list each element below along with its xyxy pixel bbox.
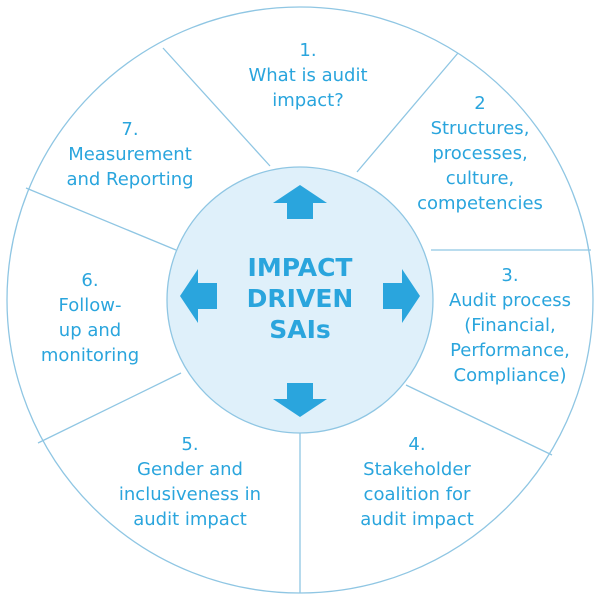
segment-line: audit impact xyxy=(360,509,474,530)
direction-arrows xyxy=(180,185,420,417)
center-title-line: SAIs xyxy=(269,315,331,344)
segment-line: Performance, xyxy=(450,340,570,361)
divider-1 xyxy=(162,47,271,167)
divider-2 xyxy=(356,52,459,173)
divider-6 xyxy=(37,372,182,444)
center-title-line: DRIVEN xyxy=(246,284,354,313)
segment-dividers xyxy=(25,47,591,593)
segment-line: audit impact xyxy=(133,509,247,530)
segment-line: Compliance) xyxy=(453,365,567,386)
segment-line: (Financial, xyxy=(464,315,556,336)
segment-7-label: 7. Measurement and Reporting xyxy=(40,117,220,192)
arrow-up-icon xyxy=(273,185,327,219)
segment-1-label: 1. What is audit impact? xyxy=(218,38,398,113)
segment-3-label: 3. Audit process (Financial, Performance… xyxy=(420,263,600,388)
segment-line: coalition for xyxy=(363,484,471,505)
center-circle xyxy=(166,166,434,434)
divider-7 xyxy=(25,187,177,251)
segment-line: monitoring xyxy=(40,345,140,366)
segment-line: What is audit xyxy=(248,65,368,86)
segment-line: Audit process xyxy=(448,290,572,311)
center-title: IMPACT DRIVEN SAIs xyxy=(220,252,380,345)
segment-line: processes, xyxy=(432,143,528,164)
segment-line: Structures, xyxy=(430,118,530,139)
segment-line: 6. xyxy=(81,270,99,291)
segment-line: up and xyxy=(58,320,122,341)
segment-line: 2 xyxy=(474,93,486,114)
arrow-down-icon xyxy=(273,383,327,417)
segment-line: 4. xyxy=(408,434,426,455)
segment-5-label: 5. Gender and inclusiveness in audit imp… xyxy=(95,432,285,532)
center-title-line: IMPACT xyxy=(247,253,353,282)
segment-line: and Reporting xyxy=(66,169,194,190)
segment-line: Gender and xyxy=(137,459,243,480)
segment-line: 1. xyxy=(299,40,317,61)
segment-line: inclusiveness in xyxy=(118,484,262,505)
segment-line: Measurement xyxy=(68,144,192,165)
divider-4 xyxy=(405,384,553,456)
segment-line: 7. xyxy=(121,119,139,140)
arrow-left-icon xyxy=(180,269,217,323)
arrow-right-icon xyxy=(383,269,420,323)
segment-line: impact? xyxy=(272,90,344,111)
segment-2-label: 2 Structures, processes, culture, compet… xyxy=(395,91,565,216)
segment-4-label: 4. Stakeholder coalition for audit impac… xyxy=(332,432,502,532)
segment-6-label: 6. Follow- up and monitoring xyxy=(20,268,160,368)
segment-line: 3. xyxy=(501,265,519,286)
segment-line: Follow- xyxy=(58,295,122,316)
segment-line: culture, xyxy=(445,168,515,189)
segment-line: Stakeholder xyxy=(363,459,471,480)
segment-line: 5. xyxy=(181,434,199,455)
segment-line: competencies xyxy=(417,193,543,214)
